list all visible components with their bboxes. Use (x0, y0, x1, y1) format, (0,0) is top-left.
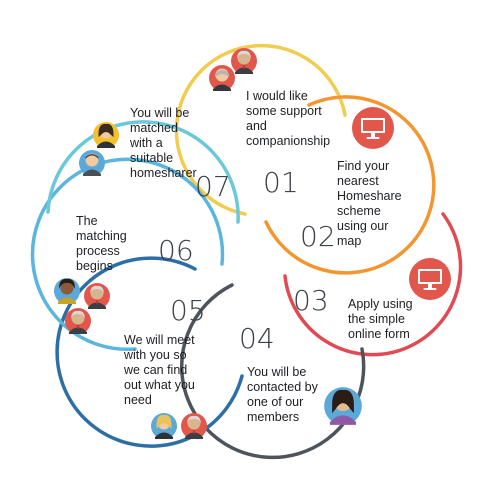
woman-avatar-icon (54, 278, 80, 304)
step-03-arc (283, 212, 463, 357)
older-man-avatar-icon (65, 308, 91, 334)
step-07-text: You will be matched with a suitable home… (129, 106, 197, 180)
step-02-arc (264, 95, 436, 275)
computer-monitor-icon (409, 258, 451, 300)
step-04-number: 04 (239, 322, 275, 355)
step-01-arc (174, 43, 347, 216)
step-01-number: 01 (263, 166, 299, 199)
woman-avatar-icon (151, 413, 177, 439)
woman-avatar-icon (209, 65, 235, 91)
man-avatar-icon (79, 150, 105, 176)
step-05-text: We will meet with you so we can find out… (123, 333, 198, 407)
older-man-avatar-icon (181, 413, 207, 439)
step-02-text: Find your nearest Homeshare scheme using… (337, 159, 405, 248)
step-04-text: You will be contacted by one of our memb… (247, 365, 321, 424)
step-03-number: 03 (293, 284, 329, 317)
step-01-text: I would like some support and companions… (246, 89, 330, 148)
step-05-number: 05 (170, 294, 206, 327)
older-man-avatar-icon (231, 48, 257, 74)
man-avatar-icon (84, 283, 110, 309)
woman-avatar-icon (324, 387, 362, 425)
step-06-text: The matching process begins (76, 214, 130, 273)
step-02-number: 02 (300, 220, 336, 253)
step-07-number: 07 (195, 170, 231, 203)
step-07-arc (46, 120, 240, 224)
step-03-text: Apply using the simple online form (348, 297, 416, 341)
step-06-number: 06 (158, 234, 194, 267)
computer-monitor-icon (352, 107, 394, 149)
woman-avatar-icon (93, 122, 119, 148)
